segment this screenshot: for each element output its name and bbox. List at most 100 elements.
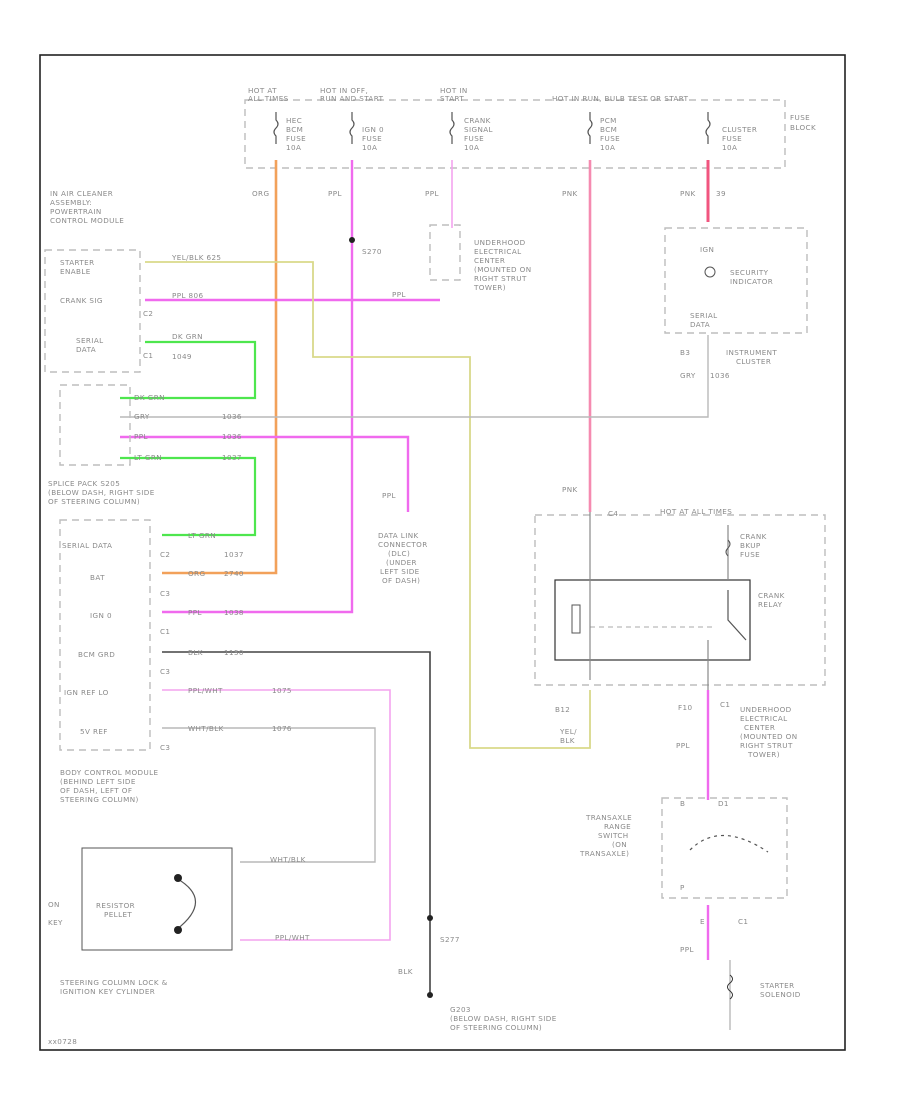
svg-text:YEL/: YEL/ xyxy=(559,727,577,736)
wire-org-bat xyxy=(162,160,278,575)
svg-text:CENTER: CENTER xyxy=(474,256,505,265)
svg-text:CRANK SIG: CRANK SIG xyxy=(60,296,103,305)
fuse-crank-signal: CRANK SIGNAL FUSE 10A xyxy=(464,116,493,152)
svg-text:G203: G203 xyxy=(450,1005,471,1014)
svg-text:CONTROL MODULE: CONTROL MODULE xyxy=(50,216,124,225)
svg-text:PELLET: PELLET xyxy=(104,910,132,919)
svg-text:PCM: PCM xyxy=(600,116,617,125)
svg-text:DK GRN: DK GRN xyxy=(134,393,165,402)
underhood-center-bottom: UNDERHOOD ELECTRICAL CENTER (MOUNTED ON … xyxy=(676,705,797,759)
svg-text:SERIAL DATA: SERIAL DATA xyxy=(62,541,112,550)
svg-text:LT GRN: LT GRN xyxy=(188,531,216,540)
fuse-cluster: CLUSTER FUSE 10A xyxy=(722,125,757,152)
svg-text:(ON: (ON xyxy=(612,840,627,849)
svg-text:C1: C1 xyxy=(720,700,730,709)
wire-label-ppl1: PPL xyxy=(328,189,342,198)
wire-gry-1036 xyxy=(120,335,709,418)
svg-text:PPL 806: PPL 806 xyxy=(172,291,204,300)
svg-text:(DLC): (DLC) xyxy=(388,549,410,558)
svg-text:S277: S277 xyxy=(440,935,460,944)
svg-text:GRY: GRY xyxy=(134,412,150,421)
svg-text:PPL: PPL xyxy=(188,608,202,617)
wire-ppl-806-label: PPL xyxy=(392,290,406,299)
svg-text:(BEHIND LEFT SIDE: (BEHIND LEFT SIDE xyxy=(60,777,136,786)
relay-internal-wires xyxy=(589,512,729,690)
svg-text:IGN REF LO: IGN REF LO xyxy=(64,688,109,697)
svg-text:SOLENOID: SOLENOID xyxy=(760,990,801,999)
svg-text:(MOUNTED ON: (MOUNTED ON xyxy=(474,265,532,274)
document-id: xx0728 xyxy=(48,1037,77,1046)
svg-text:CRANK: CRANK xyxy=(464,116,491,125)
wire-label-org: ORG xyxy=(252,189,269,198)
hot-label-2b: RUN AND START xyxy=(320,94,384,103)
svg-text:STEERING COLUMN LOCK &: STEERING COLUMN LOCK & xyxy=(60,978,168,987)
svg-text:BLK: BLK xyxy=(398,967,413,976)
crank-relay-box xyxy=(554,579,751,661)
hot-label-4: HOT IN RUN, BULB TEST OR START xyxy=(552,94,689,103)
svg-text:1036: 1036 xyxy=(222,432,242,441)
svg-text:CRANK: CRANK xyxy=(758,591,785,600)
transaxle-labels: TRANSAXLE RANGE SWITCH (ON TRANSAXLE) B … xyxy=(579,799,801,999)
pcm-outline xyxy=(44,249,141,373)
svg-text:KEY: KEY xyxy=(48,918,63,927)
bcm-outline xyxy=(59,519,151,751)
instrument-cluster-outline xyxy=(664,227,808,334)
svg-text:1076: 1076 xyxy=(272,724,292,733)
hot-label-3b: START xyxy=(440,94,464,103)
svg-text:RIGHT STRUT: RIGHT STRUT xyxy=(740,741,793,750)
security-indicator-lamp xyxy=(704,266,716,278)
relay-labels: HOT AT ALL TIMES CRANK BKUP FUSE CRANK R… xyxy=(555,485,785,745)
wire-label-ppl2: PPL xyxy=(425,189,439,198)
svg-text:BAT: BAT xyxy=(90,573,105,582)
svg-text:WHT/BLK: WHT/BLK xyxy=(270,855,306,864)
splice-pack-s205: DK GRN GRY PPL LT GRN 1036 1036 1037 SPL… xyxy=(48,384,242,506)
svg-text:1049: 1049 xyxy=(172,352,192,361)
svg-text:ELECTRICAL: ELECTRICAL xyxy=(740,714,788,723)
svg-text:CONNECTOR: CONNECTOR xyxy=(378,540,428,549)
svg-text:ASSEMBLY:: ASSEMBLY: xyxy=(50,198,92,207)
svg-text:INDICATOR: INDICATOR xyxy=(730,277,773,286)
svg-text:WHT/BLK: WHT/BLK xyxy=(188,724,224,733)
fuse-block-label2: BLOCK xyxy=(790,123,816,132)
svg-text:C2: C2 xyxy=(143,309,153,318)
svg-text:C1: C1 xyxy=(738,917,748,926)
svg-text:PPL: PPL xyxy=(382,491,396,500)
svg-text:YEL/BLK 625: YEL/BLK 625 xyxy=(171,253,221,262)
svg-text:(UNDER: (UNDER xyxy=(386,558,417,567)
svg-text:TOWER): TOWER) xyxy=(473,283,506,292)
svg-text:PPL: PPL xyxy=(680,945,694,954)
svg-text:ENABLE: ENABLE xyxy=(60,267,91,276)
diagram-frame xyxy=(39,54,846,1051)
svg-text:PPL: PPL xyxy=(134,432,148,441)
svg-text:BKUP: BKUP xyxy=(740,541,761,550)
relay-fuse-symbol xyxy=(725,539,731,557)
wire-yel-blk xyxy=(145,261,591,749)
svg-text:(BELOW DASH, RIGHT SIDE: (BELOW DASH, RIGHT SIDE xyxy=(48,488,155,497)
svg-text:1075: 1075 xyxy=(272,686,292,695)
svg-text:CRANK: CRANK xyxy=(740,532,767,541)
svg-text:ON: ON xyxy=(48,900,60,909)
instrument-cluster-labels: IGN SECURITY INDICATOR SERIAL DATA B3 IN… xyxy=(680,245,777,380)
svg-text:10A: 10A xyxy=(600,143,615,152)
fuse-symbols xyxy=(273,112,711,144)
svg-text:PPL/WHT: PPL/WHT xyxy=(275,933,310,942)
svg-text:1038: 1038 xyxy=(224,608,244,617)
hot-label-1: HOT AT xyxy=(248,86,277,95)
wire-blk-1150 xyxy=(162,651,431,995)
svg-text:1037: 1037 xyxy=(222,453,242,462)
svg-text:RELAY: RELAY xyxy=(758,600,783,609)
svg-text:SERIAL: SERIAL xyxy=(76,336,104,345)
svg-text:SPLICE PACK S205: SPLICE PACK S205 xyxy=(48,479,120,488)
svg-text:GRY: GRY xyxy=(680,371,696,380)
svg-text:STARTER: STARTER xyxy=(760,981,795,990)
wire-label-pnk2: PNK xyxy=(680,189,696,198)
svg-text:BODY CONTROL MODULE: BODY CONTROL MODULE xyxy=(60,768,159,777)
svg-text:ELECTRICAL: ELECTRICAL xyxy=(474,247,522,256)
svg-text:ORG: ORG xyxy=(188,569,205,578)
svg-text:UNDERHOOD: UNDERHOOD xyxy=(474,238,526,247)
svg-text:IGN: IGN xyxy=(700,245,714,254)
svg-text:DK GRN: DK GRN xyxy=(172,332,203,341)
ground-g203: S277 BLK G203 (BELOW DASH, RIGHT SIDE OF… xyxy=(398,935,556,1032)
svg-text:RANGE: RANGE xyxy=(604,822,631,831)
wire-lt-grn-1037 xyxy=(120,456,257,537)
